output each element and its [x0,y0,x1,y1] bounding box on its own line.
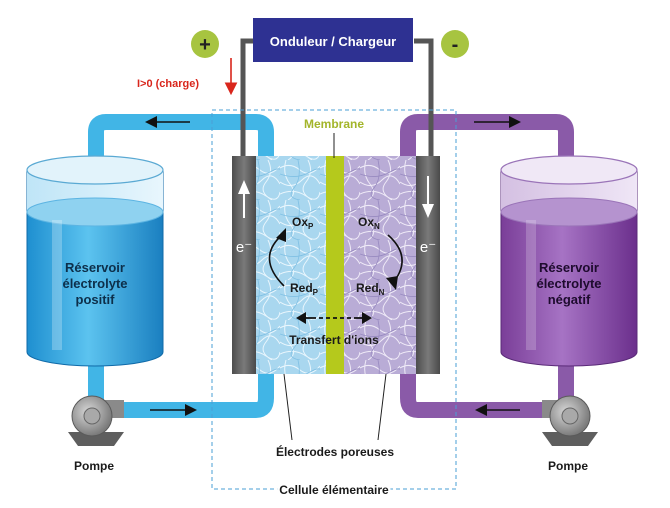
ion-transfer-label: Transfert d'ions [289,333,379,347]
negative-terminal-sign: - [452,34,459,56]
left-pump [68,395,124,446]
converter-box [253,18,413,62]
electrons-right-label: e⁻ [420,239,436,256]
red-n-subscript: N [379,288,385,297]
ox-p-label: Ox [292,215,308,229]
negative-terminal-circle [441,30,469,58]
left-tank-line2: électrolyte [62,276,127,291]
cell-frame [211,109,457,490]
positive-porous-electrode [256,156,328,374]
red-n-label: Red [356,281,379,295]
current-label: I>0 (charge) [137,78,199,90]
svg-text:RedP: RedP [290,281,319,297]
ox-p-subscript: P [308,222,314,231]
converter-label: Onduleur / Chargeur [270,34,396,49]
ion-transfer [296,312,372,324]
red-p-subscript: P [313,288,319,297]
cell-label: Cellule élémentaire [279,483,389,497]
electrochemical-cell [232,156,440,374]
left-pump-label: Pompe [74,459,114,473]
positive-terminal-sign: + [199,34,211,56]
ox-n-label: Ox [358,215,374,229]
electrodes-label: Électrodes poreuses [276,444,394,459]
negative-electrolyte-pipes [400,114,574,418]
right-tank-line3: négatif [548,292,591,307]
right-tank-line2: électrolyte [536,276,601,291]
left-tank-line1: Réservoir [65,260,125,275]
ox-n-subscript: N [374,222,380,231]
right-pump-label: Pompe [548,459,588,473]
membrane [326,156,344,374]
right-pump [542,395,598,446]
electrical-wires [240,38,434,168]
negative-redox: OxN RedN [356,215,403,297]
svg-text:RedN: RedN [356,281,385,297]
left-tank-line3: positif [76,292,116,307]
electrons-left-label: e⁻ [236,239,252,256]
negative-porous-electrode [344,156,416,374]
svg-text:OxP: OxP [292,215,314,231]
red-p-label: Red [290,281,313,295]
positive-electrolyte-pipes [88,114,274,418]
positive-electrolyte-tank [26,155,164,367]
negative-electrolyte-tank [500,155,638,367]
svg-text:OxN: OxN [358,215,380,231]
right-tank-line1: Réservoir [539,260,599,275]
positive-redox: OxP RedP [268,215,319,297]
positive-terminal-circle [191,30,219,58]
membrane-label: Membrane [304,117,364,131]
